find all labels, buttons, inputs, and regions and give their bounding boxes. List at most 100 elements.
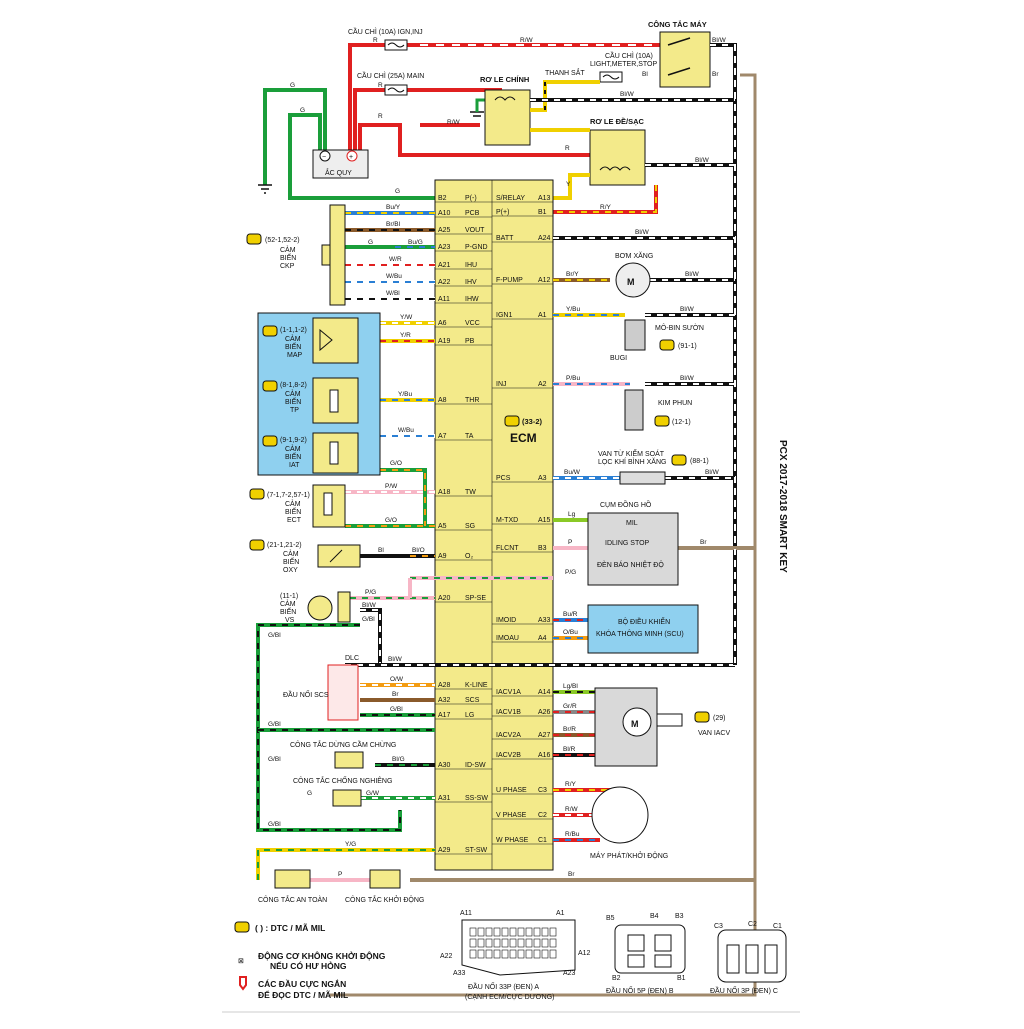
svg-text:Lg/Bl: Lg/Bl [563,683,578,690]
connector-a-cavity [485,938,493,948]
connector-a-cavity [517,927,525,937]
side-title: PCX 2017-2018 SMART KEY [777,440,788,573]
svg-text:Bl/W: Bl/W [388,656,403,663]
ecm-right-pin-name: FLCNT [496,545,519,552]
svg-text:Bu/W: Bu/W [564,469,581,476]
ecm-left-pin-name: VOUT [465,227,485,234]
ecm-left-pin-name: ID-SW [465,762,486,769]
spark-plug-label: BUGI [610,355,627,362]
starter-relay [589,129,646,186]
dlc-connector [327,664,359,721]
ecm-left-pin-id: A31 [438,795,451,802]
ecm-right-pin-name: F-PUMP [496,277,523,284]
legend-dtc: ( ) : DTC / MÃ MIL [255,923,325,933]
battery-label: ẮC QUY [325,168,352,177]
svg-text:G/Bl: G/Bl [390,706,403,713]
ecm-left-pin-id: A30 [438,762,451,769]
svg-text:Bl/O: Bl/O [412,547,425,554]
svg-text:Bl/W: Bl/W [685,271,700,278]
svg-text:Bl/W: Bl/W [712,37,727,44]
svg-text:G: G [395,188,400,195]
conn-c-title: ĐẦU NỐI 3P (ĐEN) C [710,985,778,995]
svg-text:G: G [290,82,295,89]
connector-a-cavity [517,949,525,959]
svg-text:Bl/W: Bl/W [705,469,720,476]
svg-text:Br/R: Br/R [563,726,576,733]
ecm-right-pin-id: A2 [538,381,547,388]
idle-stop-switch [334,751,364,769]
ecm-left-pin-name: IHV [465,279,477,286]
ecm-left-pin-name: P(-) [465,195,477,202]
ecm-right-pin-id: A26 [538,709,551,716]
fuse-main-label: CẦU CHÌ (25A) MAIN [357,70,424,80]
ecm-code: (33-2) [522,417,543,426]
svg-text:Bl/W: Bl/W [620,91,635,98]
oxy-bien: BIẾN [283,556,299,566]
injector-code: (12-1) [672,419,691,426]
ecm-left-pin-id: B2 [438,195,447,202]
svg-text:G: G [300,107,305,114]
ecm-right-pin-name: P(+) [496,209,509,216]
pcs-valve [619,471,666,485]
svg-text:M: M [631,719,639,729]
vs-bien: BIẾN [280,606,296,616]
ecm-left-pin-name: THR [465,397,479,404]
iat-bien: BIẾN [285,451,301,461]
svg-text:R: R [565,145,570,152]
svg-text:R: R [378,113,383,120]
ect-cam: CẢM [285,499,301,508]
ecm-right-pin-name: PCS [496,475,511,482]
injector-label: KIM PHUN [658,400,692,407]
svg-text:Br: Br [392,691,399,698]
map-bien: BIẾN [285,341,301,351]
conn-a-pin-1: A11 [460,910,472,917]
ecm-left-pin-name: VCC [465,320,480,327]
connector-a-cavity [525,938,533,948]
ecm-left-pin-id: A5 [438,523,447,530]
conn-c-pin-1: C1 [773,923,782,930]
svg-text:Bl: Bl [642,71,648,78]
oxy-code: (21-1,21-2) [267,542,302,549]
fuse-light-label-2: LIGHT,METER,STOP [590,61,657,68]
tp-name: TP [290,407,299,414]
connector-a-cavity [517,938,525,948]
connector-a-cavity [525,927,533,937]
connector-a-cavity [477,927,485,937]
ecm-left-pin-id: A11 [438,296,450,303]
svg-text:O/Bu: O/Bu [563,629,578,636]
svg-text:R: R [378,82,383,89]
map-code: (1-1,1-2) [280,327,307,334]
ecm-right-pin-name: BATT [496,235,514,242]
vs-sensor [307,595,333,621]
ecm-right-pin-name: S/RELAY [496,195,525,202]
conn-b-pin-3: B3 [675,913,684,920]
svg-text:G/Bl: G/Bl [268,821,281,828]
svg-text:Lg: Lg [568,511,576,518]
fuel-pump [615,262,651,298]
ecm-right-pin-name: IACV2A [496,732,521,739]
meter-box [587,512,679,586]
scu-box [587,604,699,654]
ecm-right-pin-id: B1 [538,209,547,216]
connector-a-cavity [549,949,557,959]
svg-text:Bl/W: Bl/W [680,375,695,382]
ecm-left-pin-id: A23 [438,244,451,251]
scs-label: ĐẦU NỐI SCS [283,689,329,699]
ecm-right-pin-name: IMOAU [496,635,519,642]
ecm-left-pin-name: K-LINE [465,682,488,689]
bank-angle-switch [332,789,362,807]
map-name: MAP [287,352,303,359]
ecm-right-pin-name: IGN1 [496,312,512,319]
coil-code: (91-1) [678,343,697,350]
svg-text:Bl: Bl [378,547,384,554]
ecm-left-pin-name: LG [465,712,474,719]
ecm-left-pin-id: A28 [438,682,451,689]
tp-cam: CẢM [285,389,301,398]
svg-text:Bl/W: Bl/W [695,157,710,164]
injector [624,389,644,431]
pcs-label-2: LỌC KHÍ BÌNH XĂNG [598,457,666,466]
conn-a-title-1: ĐẦU NỐI 33P (ĐEN) A [468,981,539,991]
ecm-left-pin-name: P-GND [465,244,488,251]
ckp-sensor [329,204,346,306]
